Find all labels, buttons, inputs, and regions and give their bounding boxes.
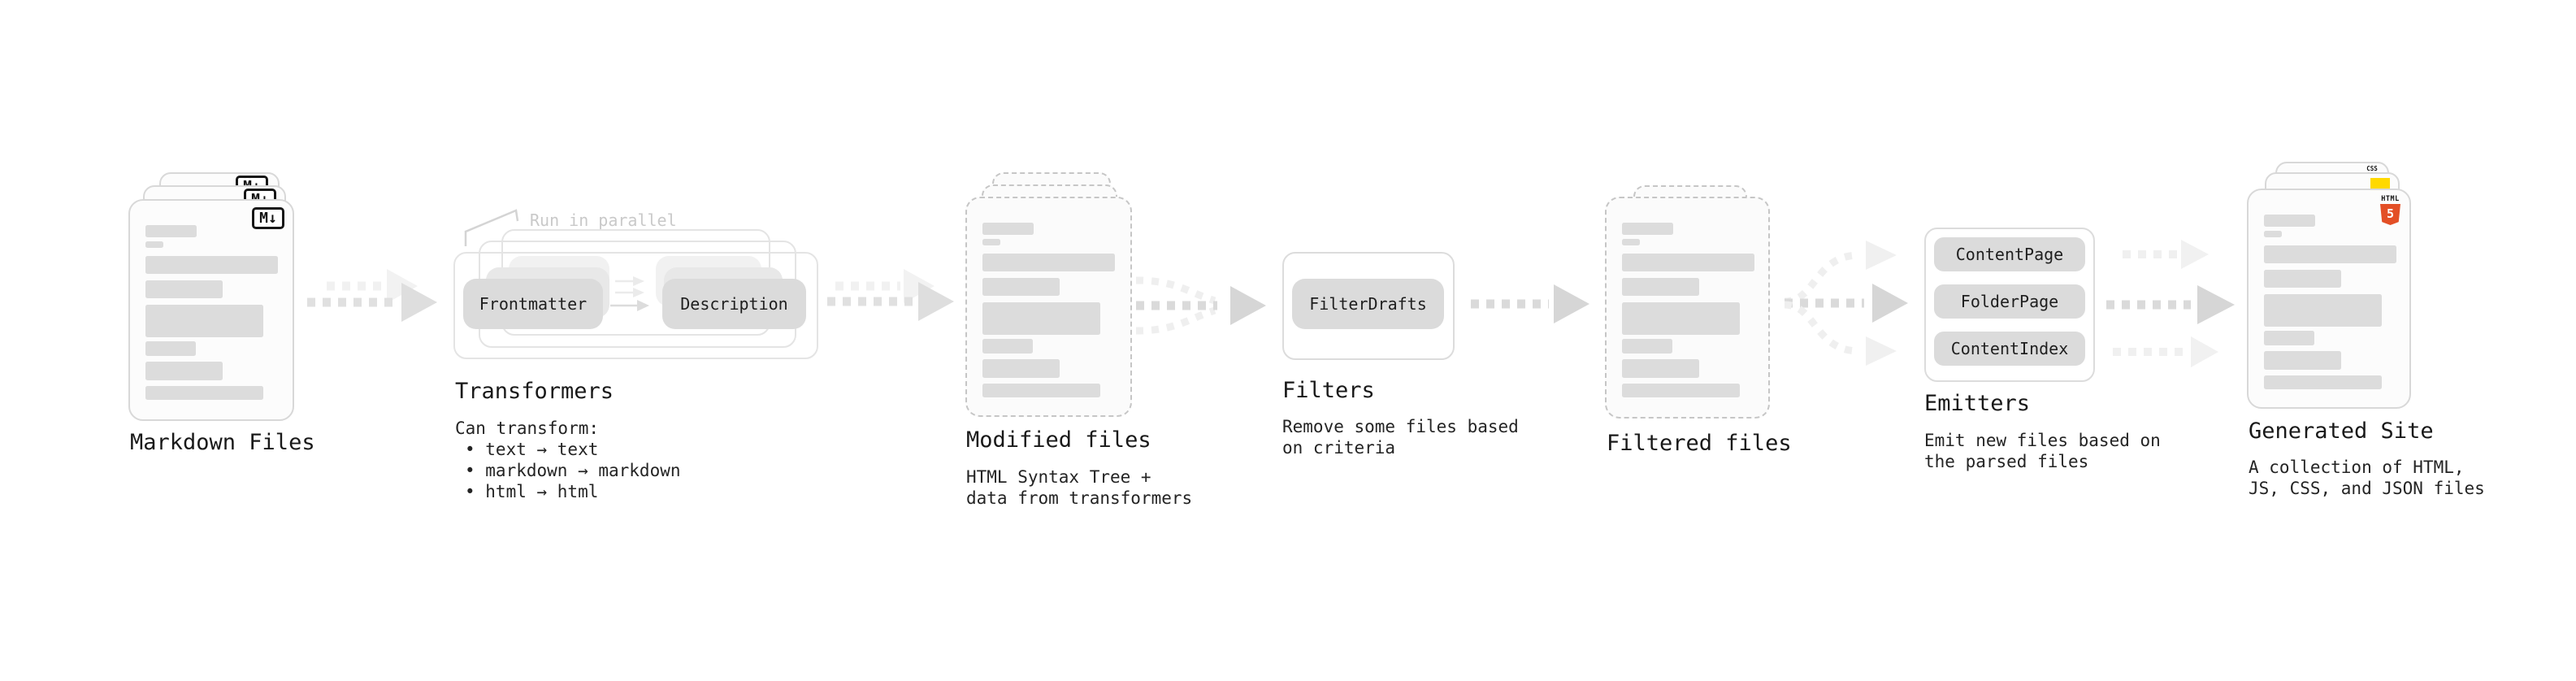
skeleton-bar (1622, 302, 1740, 335)
arrow-transformers-to-modified (827, 269, 954, 321)
pill-filterdrafts: FilterDrafts (1292, 279, 1444, 329)
skeleton-bar (982, 278, 1060, 296)
stage-description-emitters: Emit new files based on the parsed files (1924, 430, 2161, 472)
description-line: Remove some files based (1282, 417, 1519, 436)
pill-contentpage: ContentPage (1934, 237, 2085, 271)
description-bullet: • markdown → markdown (465, 461, 681, 480)
document-skeleton (145, 225, 278, 400)
html5-icon-shield: 5 (2380, 204, 2400, 225)
skeleton-bar (982, 239, 1000, 245)
skeleton-bar (145, 256, 278, 274)
skeleton-bar (2264, 351, 2341, 370)
arrow-emitters-to-generated (2106, 240, 2235, 367)
arrow-filters-to-filtered (1471, 284, 1589, 323)
skeleton-bar (2264, 215, 2315, 227)
skeleton-bar (2264, 294, 2382, 327)
skeleton-bar (1622, 359, 1699, 378)
skeleton-bar (1622, 239, 1640, 245)
skeleton-bar (2264, 375, 2382, 389)
skeleton-bar (145, 225, 197, 237)
pill-flow-arrows (610, 276, 649, 311)
description-line: Emit new files based on (1924, 431, 2161, 450)
html5-icon-label: HTML (2381, 195, 2400, 203)
skeleton-bar (1622, 339, 1672, 354)
skeleton-bar (2264, 245, 2396, 263)
description-line: JS, CSS, and JSON files (2249, 479, 2485, 498)
html5-icon-number: 5 (2386, 206, 2395, 221)
skeleton-bar (2264, 331, 2314, 345)
description-line: HTML Syntax Tree + (966, 467, 1151, 487)
filtered-file-card (1605, 197, 1770, 419)
arrow-modified-to-filters (1135, 276, 1266, 335)
stage-description-modified-files: HTML Syntax Tree + data from transformer… (966, 466, 1192, 509)
skeleton-bar (982, 339, 1033, 354)
modified-file-card (965, 197, 1132, 417)
stage-label-filtered-files: Filtered files (1607, 431, 1792, 456)
skeleton-bar (982, 384, 1100, 397)
stage-label-filters: Filters (1282, 378, 1375, 403)
description-line: on criteria (1282, 438, 1396, 458)
pill-frontmatter: Frontmatter (463, 279, 603, 329)
generated-file-card: HTML 5 (2247, 189, 2411, 409)
run-in-parallel-annotation: Run in parallel (530, 210, 677, 230)
skeleton-bar (982, 223, 1034, 235)
skeleton-bar (145, 341, 196, 356)
js-icon (2370, 178, 2390, 189)
description-line: A collection of HTML, (2249, 458, 2465, 477)
skeleton-bar (2264, 231, 2282, 237)
skeleton-bar (1622, 278, 1699, 296)
pill-description: Description (662, 279, 806, 329)
html5-icon: HTML 5 (2379, 195, 2401, 225)
document-skeleton (982, 223, 1115, 397)
document-skeleton (2264, 215, 2396, 389)
transformers-frame-front (453, 252, 818, 359)
stage-description-generated-site: A collection of HTML, JS, CSS, and JSON … (2249, 457, 2485, 499)
stage-description-filters: Remove some files based on criteria (1282, 416, 1519, 458)
pill-contentindex: ContentIndex (1934, 332, 2085, 366)
annotation-leader-line (464, 209, 519, 246)
skeleton-bar (982, 359, 1060, 378)
stage-label-generated-site: Generated Site (2249, 419, 2434, 444)
description-line: the parsed files (1924, 452, 2089, 471)
description-line: Can transform: (455, 419, 600, 438)
markdown-icon: M↓ (252, 207, 284, 229)
description-bullet: • text → text (465, 440, 599, 459)
document-skeleton (1622, 223, 1754, 397)
description-line: data from transformers (966, 488, 1193, 508)
skeleton-bar (1622, 384, 1740, 397)
skeleton-bar (145, 305, 263, 337)
markdown-file-card: M↓ (128, 199, 294, 421)
arrow-filtered-to-emitters (1784, 241, 1908, 366)
stage-label-emitters: Emitters (1924, 391, 2031, 416)
css-icon-label: CSS (2366, 165, 2378, 172)
skeleton-bar (1622, 223, 1673, 235)
description-bullet: • html → html (465, 482, 599, 501)
skeleton-bar (982, 254, 1115, 271)
pill-folderpage: FolderPage (1934, 284, 2085, 319)
stage-label-transformers: Transformers (455, 379, 614, 404)
skeleton-bar (2264, 270, 2341, 288)
skeleton-bar (145, 241, 163, 248)
skeleton-bar (1622, 254, 1754, 271)
stage-label-markdown-files: Markdown Files (130, 430, 315, 455)
arrow-markdown-to-transformers (307, 269, 437, 322)
skeleton-bar (145, 362, 223, 380)
skeleton-bar (145, 280, 223, 298)
skeleton-bar (145, 386, 263, 400)
stage-description-transformers: Can transform: • text → text • markdown … (455, 418, 681, 502)
stage-label-modified-files: Modified files (966, 427, 1151, 453)
skeleton-bar (982, 302, 1100, 335)
